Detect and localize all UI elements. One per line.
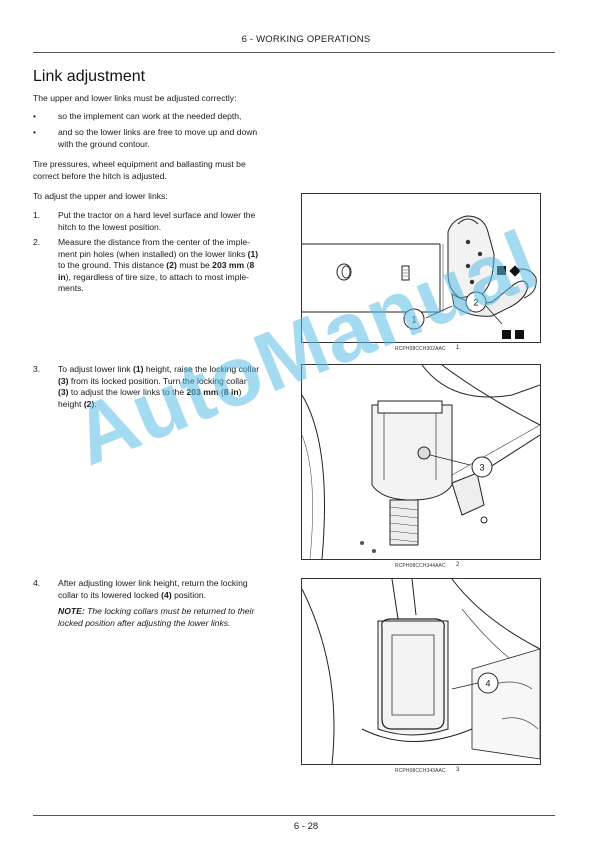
adjust-intro: To adjust the upper and lower links: [33,191,168,201]
figure-code: RCPH08CCH343AAC [395,768,446,774]
step-number: 2. [33,237,41,247]
footer-rule [33,815,555,816]
figure-number: 3 [456,767,460,773]
bullet-mark: • [33,111,37,121]
figure-3-illustration: 4 [301,578,541,765]
step-4-text: After adjusting lower link height, retur… [58,578,248,600]
step-2-text: Measure the distance from the center of … [58,237,259,293]
step-number: 1. [33,210,41,220]
note-text: NOTE: The locking collars must be return… [58,606,255,628]
figure-2-locking-collar: 3 [301,364,541,560]
bullet-item: and so the lower links are free to move … [58,127,258,149]
figure-number: 1 [456,345,460,351]
figure-2-illustration: 3 [301,364,541,560]
figure-code: RCPH08CCH344AAC [395,563,446,569]
bullet-mark: • [33,127,37,137]
figure-1-illustration: 1 2 [302,215,537,339]
header-rule [33,52,555,53]
step-number: 3. [33,364,41,374]
callout-2-label: 2 [473,298,478,308]
running-header: 6 - WORKING OPERATIONS [241,34,371,45]
callout-4: 4 [477,672,499,694]
figure-number: 2 [456,562,460,568]
page-number: 6 - 28 [293,821,319,832]
callout-1-label: 1 [411,315,416,325]
figure-code: RCPH08CCH302AAC [395,346,446,352]
callout-3: 3 [471,456,493,478]
tire-paragraph: Tire pressures, wheel equipment and ball… [33,159,246,181]
step-1-text: Put the tractor on a hard level surface … [58,210,256,232]
figure-3-collar-locked: 4 [301,578,541,765]
step-number: 4. [33,578,41,588]
figure-1-hitch-diagram: 1 2 [301,193,541,343]
intro-text: The upper and lower links must be adjust… [33,93,237,103]
callout-1: 1 [403,308,425,330]
step-3-text: To adjust lower link (1) height, raise t… [58,364,260,409]
callout-4-label: 4 [485,679,490,689]
bullet-item: so the implement can work at the needed … [58,111,242,121]
section-title: Link adjustment [33,68,146,85]
callout-3-label: 3 [479,463,484,473]
callout-2: 2 [465,291,487,313]
